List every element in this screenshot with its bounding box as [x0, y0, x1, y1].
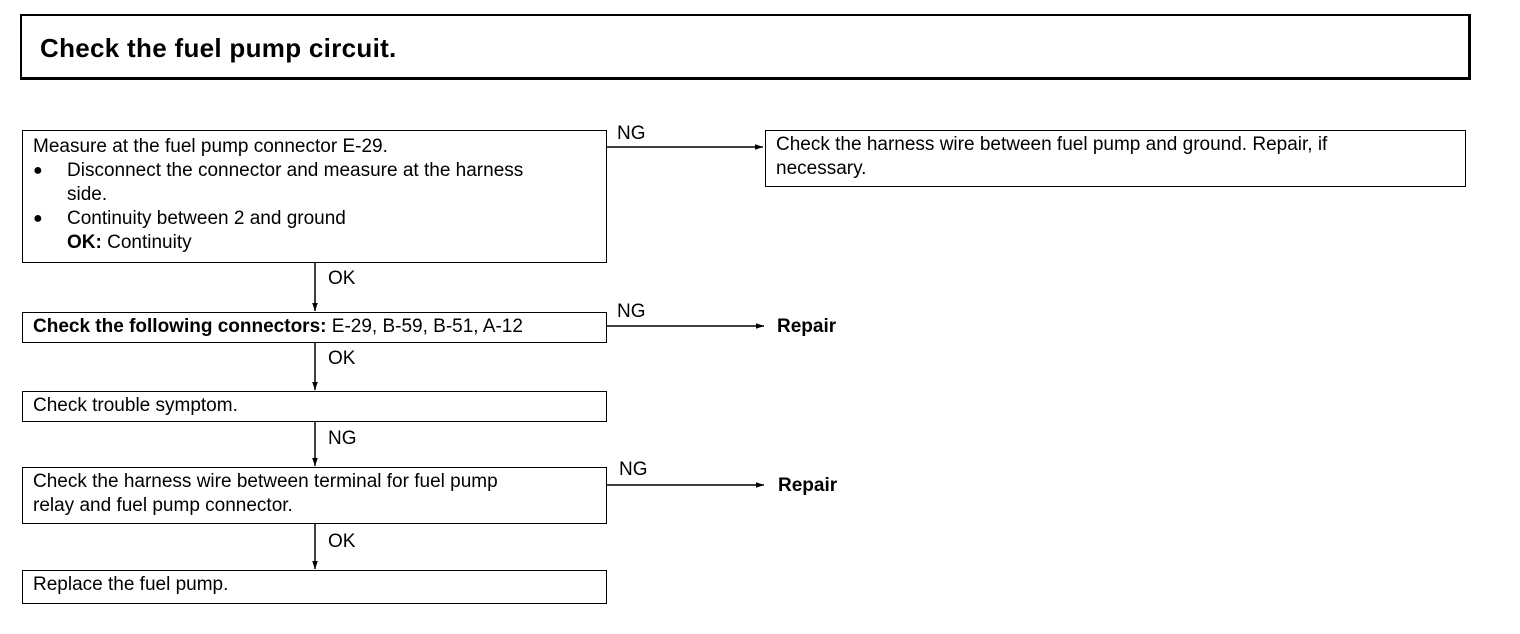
step-measure-ok-label: OK: [67, 232, 102, 253]
step-measure-bullet1-cont: side. [67, 184, 108, 205]
step-measure-bullet1: Disconnect the connector and measure at … [67, 160, 524, 181]
step-symptom-box: Check trouble symptom. [22, 391, 607, 422]
result-repair-2: Repair [778, 475, 838, 496]
step-measure-box: Measure at the fuel pump connector E-29.… [22, 130, 607, 263]
step-measure-bullet2: Continuity between 2 and ground [67, 208, 346, 229]
step-measure-line1: Measure at the fuel pump connector E-29. [33, 136, 388, 157]
step-connectors-box: Check the following connectors: E-29, B-… [22, 312, 607, 343]
step-harness-line1: Check the harness wire between terminal … [33, 471, 498, 492]
result-ground-check-line1: Check the harness wire between fuel pump… [776, 134, 1328, 155]
step-measure-ok-value: Continuity [107, 232, 192, 253]
page-title: Check the fuel pump circuit. [40, 33, 397, 63]
step-connectors-value: E-29, B-59, B-51, A-12 [331, 316, 523, 337]
step-harness-line2: relay and fuel pump connector. [33, 495, 293, 516]
bullet-icon: ● [33, 210, 43, 227]
step-harness-box: Check the harness wire between terminal … [22, 467, 607, 524]
bullet-icon: ● [33, 162, 43, 179]
label-ng-3: NG [328, 428, 357, 449]
result-ground-check-line2: necessary. [776, 158, 867, 179]
label-ng-4: NG [619, 459, 648, 480]
result-ground-check-box: Check the harness wire between fuel pump… [765, 130, 1466, 187]
step-replace-text: Replace the fuel pump. [33, 574, 229, 595]
step-replace-box: Replace the fuel pump. [22, 570, 607, 604]
label-ng-1: NG [617, 123, 646, 144]
label-ng-2: NG [617, 301, 646, 322]
step-connectors-label: Check the following connectors: [33, 316, 327, 337]
title-box: Check the fuel pump circuit. [20, 14, 1471, 80]
result-repair-1: Repair [777, 316, 837, 337]
label-ok-1: OK [328, 268, 356, 289]
label-ok-3: OK [328, 531, 356, 552]
label-ok-2: OK [328, 348, 356, 369]
step-symptom-text: Check trouble symptom. [33, 395, 238, 416]
